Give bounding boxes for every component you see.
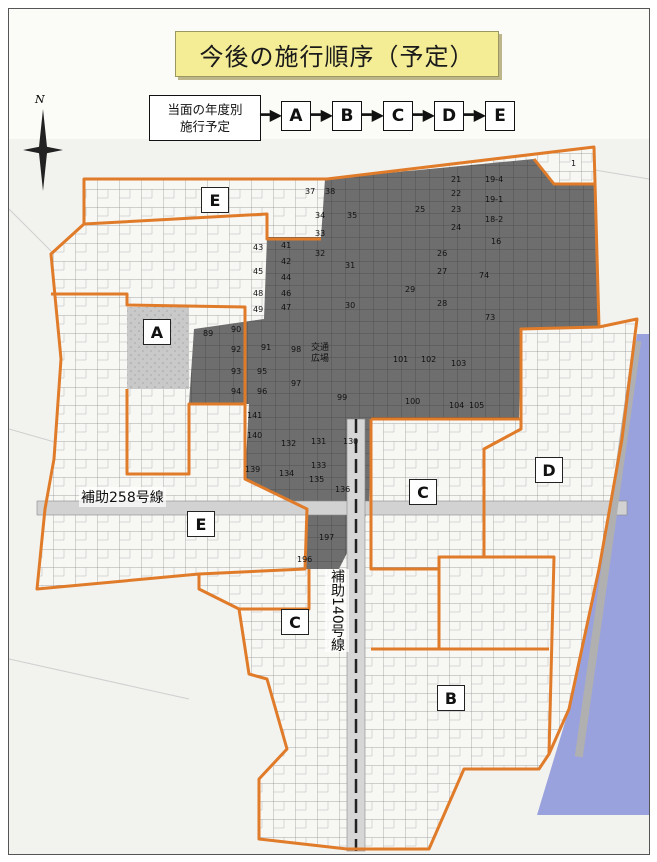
lot-number: 102 (421, 355, 437, 364)
lot-number: 196 (297, 555, 313, 564)
road-label-north-south: 補助140号線 (325, 569, 349, 652)
lot-number: 132 (281, 439, 297, 448)
lot-number: 140 (247, 431, 263, 440)
road-label-east-west: 補助258号線 (79, 487, 166, 507)
lot-number: 136 (335, 485, 351, 494)
lot-number: 33 (315, 229, 326, 238)
zone-label-a: A (143, 319, 171, 345)
arrow-icon: ━▶ (260, 105, 282, 124)
lot-number: 42 (281, 257, 292, 266)
lot-number: 97 (291, 379, 302, 388)
sequence-step-2: B (332, 101, 362, 131)
lot-number: 133 (311, 461, 327, 470)
lot-number: 94 (231, 387, 242, 396)
arrow-icon: ━▶ (413, 105, 435, 124)
lot-number: 29 (405, 285, 416, 294)
schedule-label-line2: 施行予定 (179, 119, 230, 134)
lot-number: 139 (245, 465, 261, 474)
lot-number: 30 (345, 301, 356, 310)
zone-boundaries (35, 145, 639, 851)
lot-number: 45 (253, 267, 264, 276)
sequence-step-5: E (485, 101, 515, 131)
lot-number: 104 (449, 401, 465, 410)
arrow-icon: ━▶ (311, 105, 333, 124)
lot-number: 89 (203, 329, 214, 338)
lot-number: 49 (253, 305, 264, 314)
lot-number: 18-2 (485, 215, 504, 224)
lot-number: 131 (311, 437, 327, 446)
lot-number: 23 (451, 205, 462, 214)
lot-number: 47 (281, 303, 292, 312)
zone-label-b: B (437, 685, 465, 711)
lot-number: 100 (405, 397, 421, 406)
title-box: 今後の施行順序（予定） (175, 31, 499, 77)
lot-number: 98 (291, 345, 302, 354)
zone-label-e-north: E (201, 187, 229, 213)
lot-number: 16 (491, 237, 502, 246)
zone-label-c-west: C (281, 609, 309, 635)
lot-number: 73 (485, 313, 496, 322)
lot-number: 32 (315, 249, 326, 258)
lot-number: 105 (469, 401, 485, 410)
district-map (9, 139, 649, 854)
page-title: 今後の施行順序（予定） (199, 42, 475, 71)
sequence-step-3: C (383, 101, 413, 131)
lot-number: 22 (451, 189, 462, 198)
road-east-west (36, 500, 628, 516)
lot-number: 99 (337, 393, 348, 402)
lot-number: 19-1 (485, 195, 504, 204)
zone-label-d: D (535, 457, 563, 483)
road-river-side (574, 340, 642, 758)
lot-number: 103 (451, 359, 467, 368)
plaza-label-line2: 広場 (311, 354, 330, 364)
lot-number: 34 (315, 211, 326, 220)
lot-number: 28 (437, 299, 448, 308)
lot-number: 44 (281, 273, 292, 282)
lot-number: 197 (319, 533, 335, 542)
lot-number: 92 (231, 345, 242, 354)
lot-number: 93 (231, 367, 242, 376)
schedule-label: 当面の年度別 施行予定 (149, 95, 261, 141)
lot-number: 134 (279, 469, 295, 478)
lot-number: 43 (253, 243, 264, 252)
lot-number: 90 (231, 325, 242, 334)
lot-number: 41 (281, 241, 292, 250)
phase-a-light (127, 307, 189, 389)
lot-number: 27 (437, 267, 448, 276)
lot-number: 1 (571, 159, 577, 168)
lot-number: 37 (305, 187, 316, 196)
lot-number: 101 (393, 355, 409, 364)
lot-number: 135 (309, 475, 325, 484)
lot-number: 31 (345, 261, 356, 270)
zone-label-c-east: C (409, 479, 437, 505)
map-frame: N 今後の施行順序（予定） 当面の年度別 施行予定 ━▶ A ━▶ B ━▶ C… (8, 8, 650, 855)
lot-number: 74 (479, 271, 490, 280)
lot-number: 96 (257, 387, 268, 396)
lot-number: 95 (257, 367, 268, 376)
sequence-step-4: D (434, 101, 464, 131)
arrow-icon: ━▶ (464, 105, 486, 124)
plaza-label: 交通 広場 (311, 343, 329, 365)
zone-label-e-south: E (187, 511, 215, 537)
lot-number: 48 (253, 289, 264, 298)
lot-number: 25 (415, 205, 426, 214)
lot-number: 26 (437, 249, 448, 258)
plaza-label-line1: 交通 (311, 343, 330, 353)
schedule-label-line1: 当面の年度別 (167, 102, 243, 117)
lot-number: 35 (347, 211, 358, 220)
north-label: N (35, 93, 45, 106)
lot-number: 141 (247, 411, 263, 420)
arrow-icon: ━▶ (362, 105, 384, 124)
sequence-step-1: A (281, 101, 311, 131)
lot-number: 19-4 (485, 175, 504, 184)
lot-number: 21 (451, 175, 462, 184)
lot-number: 130 (343, 437, 359, 446)
lot-number: 38 (325, 187, 336, 196)
compass-icon (23, 109, 63, 191)
lot-number: 46 (281, 289, 292, 298)
lot-number: 91 (261, 343, 272, 352)
phase-a-dark (189, 159, 599, 569)
lot-number: 24 (451, 223, 462, 232)
